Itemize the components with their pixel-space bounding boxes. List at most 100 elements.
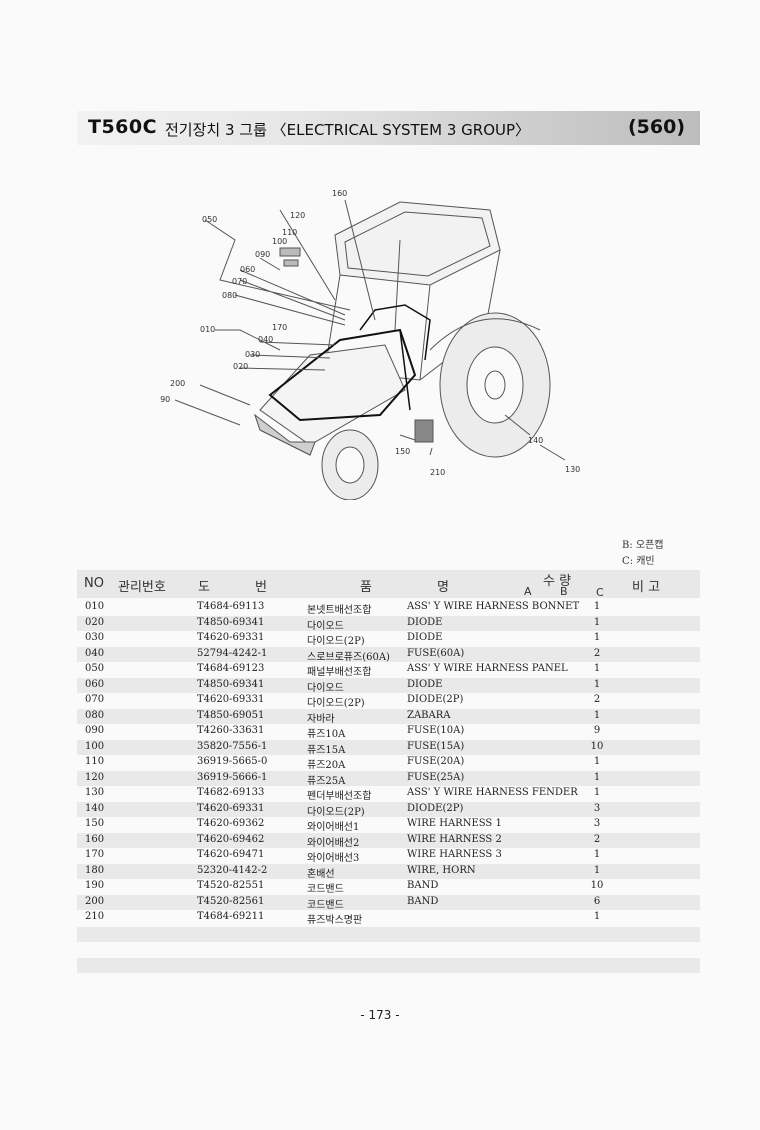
svg-text:030: 030	[245, 350, 260, 359]
row-name-kr: 와이어배선3	[307, 853, 360, 864]
row-no: 160	[85, 833, 105, 845]
svg-text:060: 060	[240, 265, 255, 274]
row-name-kr: 퓨즈20A	[307, 760, 346, 771]
page-title: 전기장치 3 그룹 〈ELECTRICAL SYSTEM 3 GROUP〉	[165, 121, 531, 139]
header-qty-b: B	[560, 585, 568, 598]
row-name-kr: 혼배선	[307, 868, 335, 880]
row-part-no: T4260-33631	[197, 725, 265, 736]
svg-text:040: 040	[258, 335, 273, 344]
header-name-2: 명	[437, 580, 449, 595]
row-name-en: ZABARA	[407, 709, 451, 721]
row-qty: 1	[593, 663, 601, 674]
row-no: 070	[85, 694, 105, 705]
svg-text:160: 160	[332, 189, 347, 198]
row-name-en: ASS' Y WIRE HARNESS BONNET	[407, 601, 580, 612]
row-name-en: DIODE	[407, 616, 443, 628]
row-part-no: T4520-82551	[197, 880, 265, 891]
row-no: 210	[85, 911, 105, 922]
row-name-en: BAND	[407, 880, 439, 891]
svg-text:170: 170	[272, 323, 287, 332]
svg-text:080: 080	[222, 291, 237, 300]
row-qty: 1	[593, 771, 601, 783]
row-name-en: DIODE	[407, 678, 443, 690]
row-part-no: 52794-4242-1	[197, 647, 268, 659]
row-name-kr: 퓨즈박스명판	[307, 915, 363, 926]
row-name-kr: 패널부배선조합	[307, 667, 372, 678]
svg-text:010: 010	[200, 325, 215, 334]
svg-text:210: 210	[430, 468, 445, 477]
row-part-no: T4620-69331	[197, 632, 265, 643]
row-no: 090	[85, 725, 105, 736]
row-name-en: WIRE HARNESS 2	[407, 833, 502, 845]
row-name-kr: 본넷트배선조합	[307, 605, 372, 616]
row-qty: 6	[593, 895, 601, 907]
row-name-kr: 다이오드	[307, 682, 344, 694]
legend-c: C: 캐빈	[622, 556, 655, 567]
page-number: - 173 -	[360, 1008, 400, 1022]
svg-text:200: 200	[170, 379, 185, 388]
row-name-kr: 스로브로퓨즈(60A)	[307, 651, 390, 663]
row-name-kr: 펜더부배선조합	[307, 791, 372, 802]
svg-text:100: 100	[272, 237, 287, 246]
row-no: 040	[85, 647, 105, 659]
header-no: NO	[84, 576, 104, 591]
row-name-en: ASS' Y WIRE HARNESS FENDER	[407, 787, 578, 798]
row-qty: 1	[593, 911, 601, 922]
row-part-no: T4684-69123	[197, 663, 265, 674]
row-qty: 1	[593, 632, 601, 643]
table-header	[77, 570, 700, 598]
row-no: 170	[85, 849, 105, 860]
page-code: (560)	[627, 116, 685, 138]
row-qty: 1	[593, 864, 601, 876]
row-part-no: T4684-69211	[197, 911, 265, 922]
row-no: 180	[85, 864, 105, 876]
svg-text:110: 110	[282, 228, 297, 237]
row-part-no: 36919-5666-1	[197, 771, 268, 783]
row-no: 120	[85, 771, 105, 783]
row-no: 200	[85, 895, 105, 907]
row-qty: 2	[593, 647, 601, 659]
row-no: 020	[85, 616, 105, 628]
header-remarks: 비 고	[632, 580, 661, 595]
row-qty: 2	[593, 833, 601, 845]
svg-text:020: 020	[233, 362, 248, 371]
row-name-en: WIRE HARNESS 3	[407, 849, 502, 860]
row-part-no: T4620-69462	[197, 833, 265, 845]
svg-text:090: 090	[255, 250, 270, 259]
header-drawing-no-1: 도	[198, 580, 210, 595]
row-no: 080	[85, 709, 105, 721]
row-name-en: ASS' Y WIRE HARNESS PANEL	[407, 663, 568, 674]
row-qty: 1	[593, 709, 601, 721]
row-no: 010	[85, 601, 105, 612]
svg-text:130: 130	[565, 465, 580, 474]
row-qty: 2	[593, 694, 601, 705]
header-bar	[77, 111, 700, 145]
legend-b: B: 오픈캡	[622, 540, 664, 551]
row-name-en: DIODE(2P)	[407, 802, 464, 814]
row-name-kr: 다이오드(2P)	[307, 636, 365, 647]
header-drawing-no-2: 번	[255, 580, 267, 595]
row-part-no: T4850-69051	[197, 709, 265, 721]
row-qty: 1	[593, 616, 601, 628]
row-qty: 9	[593, 725, 601, 736]
row-name-en: BAND	[407, 895, 439, 907]
header-name-1: 품	[360, 580, 372, 595]
row-qty: 1	[593, 849, 601, 860]
svg-text:140: 140	[528, 436, 543, 445]
svg-text:150: 150	[395, 447, 410, 456]
svg-text:190: 190	[160, 395, 170, 404]
row-qty: 3	[593, 818, 601, 829]
